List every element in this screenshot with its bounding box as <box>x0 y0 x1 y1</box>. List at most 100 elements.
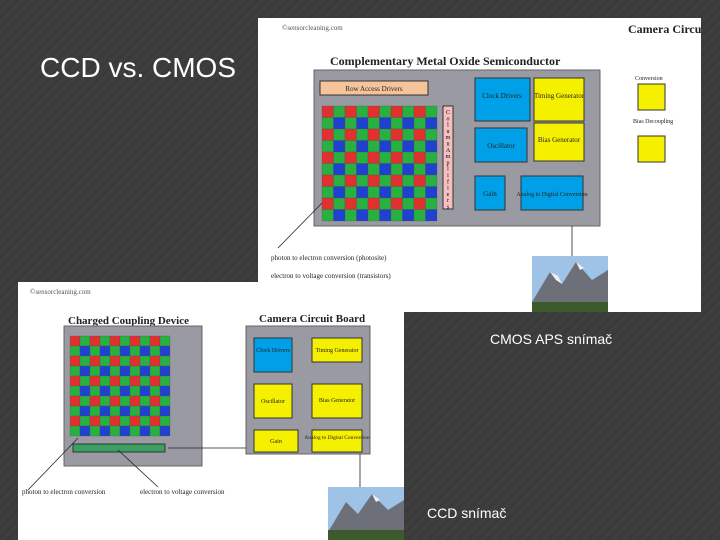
pixel-cell <box>413 197 426 210</box>
gain-label: Gain <box>483 190 497 198</box>
board-bias-label: Bias Decoupling <box>633 119 673 125</box>
timing-generator-label: Timing Generator <box>534 92 585 100</box>
pixel-cell <box>413 140 426 153</box>
pixel-cell <box>425 174 438 187</box>
pixel-cell <box>333 151 346 164</box>
cmos-caption: CMOS APS snímač <box>490 331 613 347</box>
pixel-cell <box>129 375 141 387</box>
ccd-note1-pointer <box>27 437 79 491</box>
pixel-cell <box>379 140 392 153</box>
pixel-cell <box>402 105 415 118</box>
pixel-cell <box>149 395 161 407</box>
ccd-gain-block <box>253 429 299 453</box>
pixel-cell <box>344 197 357 210</box>
pixel-cell <box>425 117 438 130</box>
ccd-note1: photon to electron conversion <box>22 488 106 496</box>
pixel-cell <box>413 117 426 130</box>
pixel-cell <box>321 151 334 164</box>
pixel-cell <box>129 415 141 427</box>
cmos-note2: electron to voltage conversion (transist… <box>271 272 391 280</box>
pixel-cell <box>89 385 101 397</box>
pixel-cell <box>425 105 438 118</box>
pixel-cell <box>159 345 171 357</box>
pixel-cell <box>344 174 357 187</box>
pixel-cell <box>402 186 415 199</box>
pixel-cell <box>99 405 111 417</box>
pixel-cell <box>367 151 380 164</box>
cmos-diagram-panel: ©sensorcleaning.com Complementary Metal … <box>258 18 701 312</box>
pixel-cell <box>139 345 151 357</box>
pixel-cell <box>367 197 380 210</box>
pixel-cell <box>99 375 111 387</box>
pixel-cell <box>356 140 369 153</box>
pixel-cell <box>402 117 415 130</box>
pixel-cell <box>69 425 81 437</box>
column-amplifiers <box>442 105 454 210</box>
ccd-pixel-grid <box>69 335 171 437</box>
pixel-cell <box>109 345 121 357</box>
pixel-cell <box>402 174 415 187</box>
pixel-cell <box>159 365 171 377</box>
bias-generator-block <box>533 122 585 162</box>
ccd-bias-generator-block <box>311 383 363 419</box>
pixel-cell <box>99 365 111 377</box>
pixel-cell <box>390 163 403 176</box>
pixel-cell <box>367 140 380 153</box>
pixel-cell <box>390 174 403 187</box>
pixel-cell <box>109 415 121 427</box>
pixel-cell <box>149 405 161 417</box>
pixel-cell <box>89 395 101 407</box>
cmos-board-title: Camera Circuit Board <box>628 22 701 36</box>
pixel-cell <box>367 117 380 130</box>
pixel-cell <box>129 385 141 397</box>
pixel-cell <box>367 209 380 222</box>
pixel-cell <box>109 365 121 377</box>
ccd-oscillator-label: Oscillator <box>261 399 285 405</box>
ccd-adc-label: Analog to Digital Conversion <box>304 435 369 441</box>
pixel-cell <box>321 140 334 153</box>
ccd-shift-register <box>72 443 166 453</box>
pixel-cell <box>139 405 151 417</box>
pixel-cell <box>149 385 161 397</box>
pixel-cell <box>379 186 392 199</box>
pixel-cell <box>119 345 131 357</box>
pixel-cell <box>390 128 403 141</box>
pixel-cell <box>367 186 380 199</box>
ccd-clock-drivers-block <box>253 337 293 373</box>
pixel-cell <box>119 425 131 437</box>
row-access-label: Row Access Drivers <box>345 85 402 93</box>
pixel-cell <box>139 335 151 347</box>
ccd-caption: CCD snímač <box>427 505 507 521</box>
pixel-cell <box>425 209 438 222</box>
pixel-cell <box>402 163 415 176</box>
pixel-cell <box>129 335 141 347</box>
pixel-cell <box>69 385 81 397</box>
pixel-cell <box>79 335 91 347</box>
pixel-cell <box>149 345 161 357</box>
pixel-cell <box>129 365 141 377</box>
pixel-cell <box>321 117 334 130</box>
pixel-cell <box>333 163 346 176</box>
pixel-cell <box>99 345 111 357</box>
pixel-cell <box>89 355 101 367</box>
pixel-cell <box>344 105 357 118</box>
pixel-cell <box>356 186 369 199</box>
cmos-title: Complementary Metal Oxide Semiconductor <box>330 54 561 68</box>
bias-generator-label: Bias Generator <box>538 136 581 144</box>
pixel-cell <box>69 395 81 407</box>
pixel-cell <box>159 405 171 417</box>
pixel-cell <box>344 209 357 222</box>
pixel-cell <box>413 128 426 141</box>
pixel-cell <box>413 174 426 187</box>
pixel-cell <box>159 415 171 427</box>
oscillator-block <box>474 127 528 163</box>
pixel-cell <box>159 335 171 347</box>
pixel-cell <box>89 415 101 427</box>
pixel-cell <box>69 335 81 347</box>
pixel-cell <box>333 197 346 210</box>
row-access-drivers <box>319 80 429 96</box>
pixel-cell <box>139 385 151 397</box>
pixel-cell <box>344 151 357 164</box>
pixel-cell <box>89 365 101 377</box>
